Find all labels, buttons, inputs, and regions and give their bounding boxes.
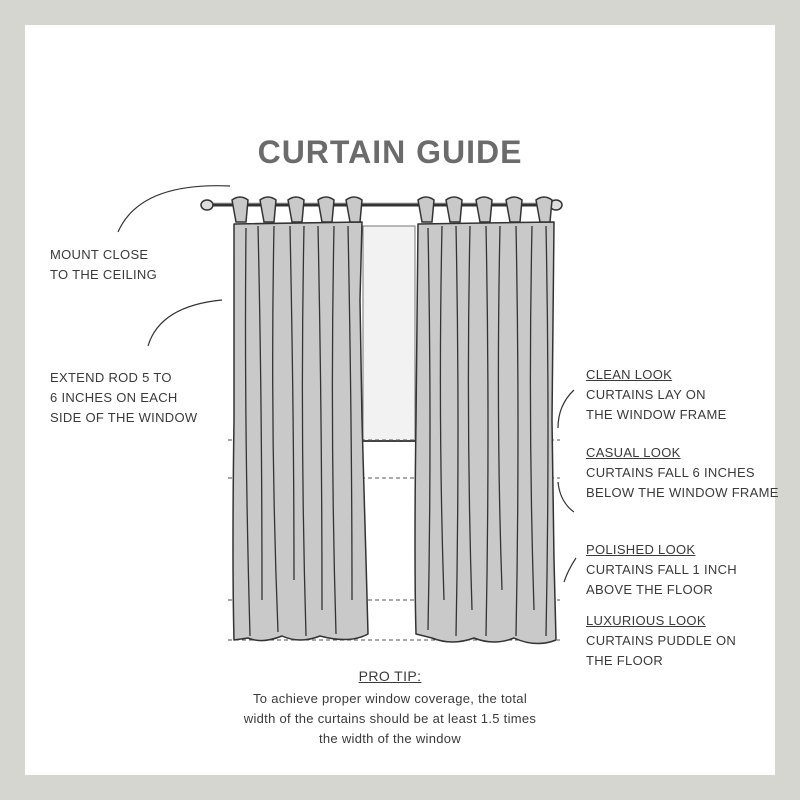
arc-rod bbox=[147, 299, 223, 347]
pro-tip-heading: PRO TIP: bbox=[358, 668, 422, 684]
note-casual-look: CASUAL LOOK CURTAINS FALL 6 INCHES BELOW… bbox=[586, 443, 779, 503]
note-line: EXTEND ROD 5 TO bbox=[50, 370, 172, 385]
left-curtain bbox=[232, 221, 369, 642]
note-clean-look: CLEAN LOOK CURTAINS LAY ON THE WINDOW FR… bbox=[586, 365, 727, 425]
note-line: CURTAINS FALL 1 INCH bbox=[586, 562, 737, 577]
note-heading: CASUAL LOOK bbox=[586, 445, 681, 460]
arc-casual bbox=[557, 481, 575, 513]
note-line: THE FLOOR bbox=[586, 653, 664, 668]
note-line: SIDE OF THE WINDOW bbox=[50, 410, 198, 425]
note-line: CURTAINS FALL 6 INCHES bbox=[586, 465, 755, 480]
pro-tip-body: To achieve proper window coverage, the t… bbox=[0, 689, 780, 749]
right-curtain bbox=[414, 221, 557, 645]
note-line: CURTAINS LAY ON bbox=[586, 387, 706, 402]
pro-tip-line: width of the curtains should be at least… bbox=[243, 711, 537, 726]
note-line: MOUNT CLOSE bbox=[50, 247, 149, 262]
arc-ceiling bbox=[117, 185, 231, 233]
arc-clean bbox=[557, 389, 575, 429]
arc-polished bbox=[563, 557, 577, 583]
note-luxurious-look: LUXURIOUS LOOK CURTAINS PUDDLE ON THE FL… bbox=[586, 611, 736, 671]
note-line: TO THE CEILING bbox=[50, 267, 158, 282]
note-heading: LUXURIOUS LOOK bbox=[586, 613, 706, 628]
page-title: CURTAIN GUIDE bbox=[257, 134, 523, 170]
note-line: ABOVE THE FLOOR bbox=[586, 582, 714, 597]
note-polished-look: POLISHED LOOK CURTAINS FALL 1 INCH ABOVE… bbox=[586, 540, 737, 600]
note-line: CURTAINS PUDDLE ON bbox=[586, 633, 737, 648]
note-heading: POLISHED LOOK bbox=[586, 542, 696, 557]
note-heading: CLEAN LOOK bbox=[586, 367, 673, 382]
note-line: 6 INCHES ON EACH bbox=[50, 390, 178, 405]
curtain-tabs bbox=[231, 196, 553, 223]
pro-tip-line: To achieve proper window coverage, the t… bbox=[252, 691, 528, 706]
note-extend-rod: EXTEND ROD 5 TO 6 INCHES ON EACH SIDE OF… bbox=[50, 368, 197, 428]
pro-tip-line: the width of the window bbox=[318, 731, 462, 746]
note-line: THE WINDOW FRAME bbox=[586, 407, 727, 422]
callout-arcs bbox=[117, 185, 577, 583]
note-mount-ceiling: MOUNT CLOSE TO THE CEILING bbox=[50, 245, 157, 285]
window-pane bbox=[362, 225, 416, 442]
rod-finial-left bbox=[200, 199, 214, 211]
note-line: BELOW THE WINDOW FRAME bbox=[586, 485, 779, 500]
